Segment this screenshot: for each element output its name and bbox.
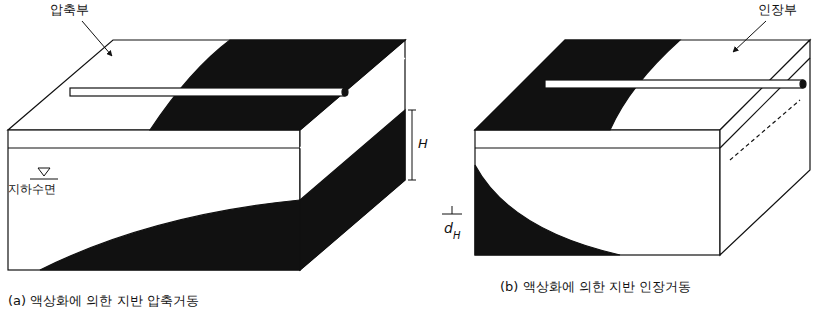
part-label: 인장부 [758, 3, 797, 18]
displacement-mark [442, 206, 462, 214]
pavement-edge [8, 147, 300, 148]
compression-block [8, 40, 405, 270]
leader-line [733, 21, 766, 52]
pavement-edge [300, 58, 405, 148]
figure-caption: (b) 액상화에 의한 지반 인장거동 [500, 280, 691, 295]
pipe-end [342, 88, 348, 96]
water-table-symbol [30, 168, 58, 179]
liquefied-zone [475, 165, 620, 255]
dimension-label: H [418, 137, 428, 152]
block-front [475, 130, 720, 255]
compression-zone [150, 40, 405, 130]
block-front [8, 130, 300, 270]
buried-pipe [70, 88, 345, 96]
hidden-edge [730, 100, 800, 160]
part-label: 압축부 [50, 3, 89, 18]
leader-line [82, 21, 112, 56]
pavement-edge [475, 147, 720, 148]
water-table-label: 지하수면 [8, 183, 56, 197]
buried-pipe [545, 80, 803, 88]
liquefied-zone [40, 200, 300, 270]
dimension-label: d [444, 220, 453, 236]
dimension-subscript: H [453, 230, 461, 242]
block-side [720, 40, 810, 255]
figure-caption: (a) 액상화에 의한 지반 압축거동 [8, 294, 199, 309]
tension-block [475, 40, 810, 255]
pipe-end [800, 80, 806, 88]
dimension-line [408, 110, 416, 180]
